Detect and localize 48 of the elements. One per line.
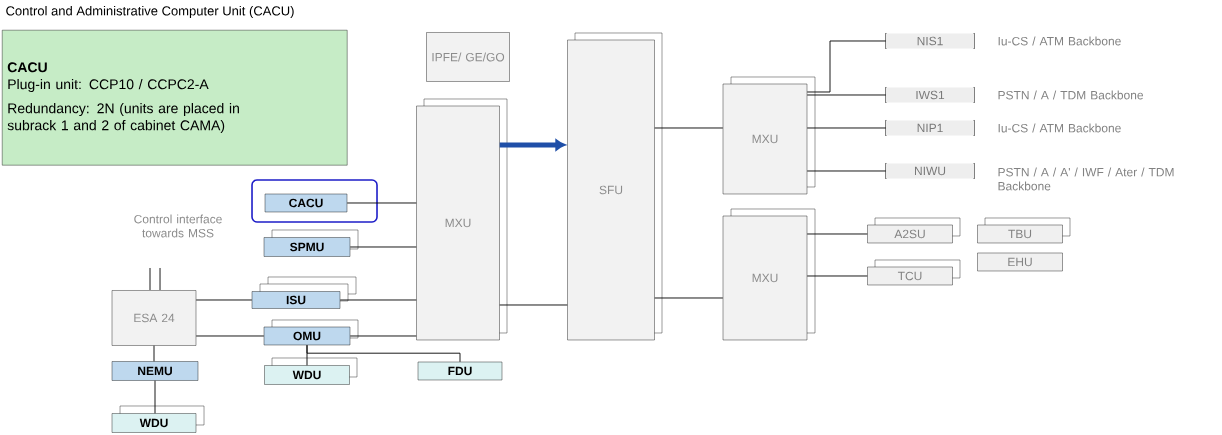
unit-box: CACU <box>264 193 348 213</box>
unit-box: NEMU <box>111 361 199 381</box>
unit-box: SPMU <box>263 229 359 257</box>
unit-box: IPFE/ GE/GO <box>426 32 510 82</box>
interface-note: Control interface towards MSS <box>134 214 222 238</box>
connector <box>349 335 417 337</box>
connector <box>195 335 265 337</box>
connector <box>499 139 566 151</box>
interface-caption: PSTN / A / A' / IWF / Ater / TDM Backbone <box>998 167 1174 191</box>
unit-box: EHU <box>977 252 1063 272</box>
unit-box: SFU <box>567 32 663 341</box>
unit-box: WDU <box>264 357 358 385</box>
connector <box>654 127 724 129</box>
connector <box>806 275 868 277</box>
unit-box: OMU <box>263 319 359 346</box>
connector <box>806 233 868 235</box>
unit-box: FDU <box>417 361 503 381</box>
connector <box>306 344 461 363</box>
unit-box: ESA 24 <box>111 290 197 346</box>
connector <box>806 40 887 93</box>
unit-box: ISU <box>251 276 357 309</box>
unit-box: A2SU <box>867 217 961 244</box>
connector <box>349 246 417 248</box>
connector <box>806 94 887 96</box>
interface-box: NIS1 <box>885 32 975 50</box>
interface-caption: Iu-CS / ATM Backbone <box>998 36 1121 46</box>
connector <box>806 127 887 129</box>
diagram-title: Control and Administrative Computer Unit (CACU) <box>6 5 294 19</box>
interface-box: IWS1 <box>885 86 975 104</box>
connector <box>154 380 156 414</box>
unit-box: MXU <box>722 208 816 341</box>
connector <box>346 202 417 204</box>
connector <box>339 299 417 301</box>
unit-box: TCU <box>867 259 961 286</box>
unit-box: MXU <box>416 98 508 341</box>
connector <box>806 170 887 172</box>
interface-box: NIP1 <box>885 119 975 137</box>
interface-caption: Iu-CS / ATM Backbone <box>998 123 1121 133</box>
interface-caption: PSTN / A / TDM Backbone <box>998 90 1143 100</box>
connector <box>654 297 724 299</box>
unit-box: MXU <box>722 76 816 195</box>
connector <box>153 345 155 362</box>
unit-box: TBU <box>977 217 1071 244</box>
callout-box: CACU Plug-in unit: CCP10 / CCPC2-A Redundancy: 2N (units are placed in subrack 1 and 2 of cabinet CAMA) <box>2 30 348 166</box>
interface-box: NIWU <box>885 162 975 180</box>
connector <box>195 299 253 301</box>
unit-box: WDU <box>111 405 205 433</box>
connector <box>499 304 568 306</box>
